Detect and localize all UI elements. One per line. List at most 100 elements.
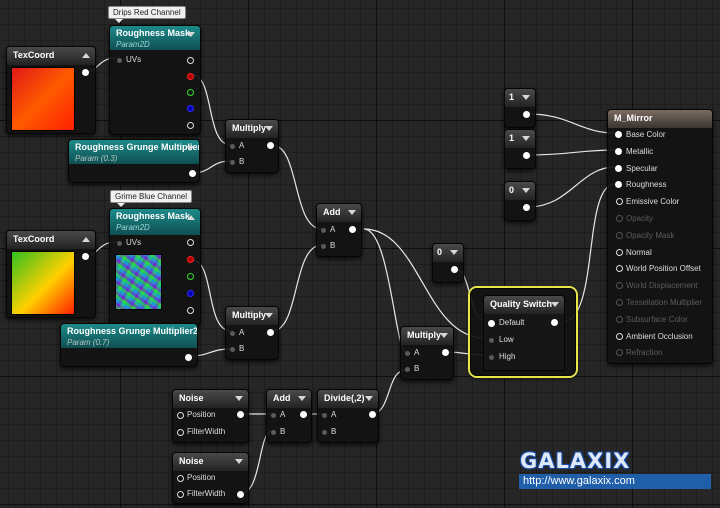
grunge-multiplier-output-pin-1[interactable] <box>189 170 196 177</box>
expand-arrow-icon[interactable] <box>265 126 273 131</box>
material-input-pin[interactable] <box>616 349 623 357</box>
grunge-multiplier-output-pin-2[interactable] <box>185 354 192 361</box>
red-output-pin[interactable] <box>187 256 194 263</box>
constant-output-pin[interactable] <box>523 204 530 211</box>
divide-b-pin[interactable] <box>322 430 327 435</box>
texcoord-output-pin-2[interactable] <box>82 253 89 260</box>
expand-arrow-icon[interactable] <box>522 136 530 141</box>
texcoord-node-2[interactable]: TexCoord <box>6 230 96 318</box>
multiply-a-pin[interactable] <box>230 144 235 149</box>
collapse-arrow-icon[interactable] <box>187 215 195 220</box>
green-output-pin[interactable] <box>187 273 194 280</box>
alpha-output-pin[interactable] <box>187 307 194 314</box>
multiply-node-1[interactable]: Multiply A B <box>225 119 279 173</box>
add-b-pin[interactable] <box>321 244 326 249</box>
divide-a-pin[interactable] <box>322 413 327 418</box>
expand-arrow-icon[interactable] <box>365 396 373 401</box>
add-output-pin[interactable] <box>300 411 307 418</box>
quality-switch-output-pin[interactable] <box>551 319 558 326</box>
material-input-pin[interactable] <box>616 231 623 239</box>
material-input-pin[interactable] <box>615 181 622 189</box>
constant-node-3[interactable]: 0 <box>504 181 536 221</box>
red-output-pin[interactable] <box>187 73 194 80</box>
filter-width-input-pin[interactable] <box>177 491 184 498</box>
expand-arrow-icon[interactable] <box>450 250 458 255</box>
filter-width-input-pin[interactable] <box>177 429 184 436</box>
material-input-pin[interactable] <box>616 265 623 273</box>
multiply-b-pin[interactable] <box>230 160 235 165</box>
blue-output-pin[interactable] <box>187 290 194 297</box>
noise-output-pin[interactable] <box>237 411 244 418</box>
add-a-pin[interactable] <box>321 228 326 233</box>
add-b-pin[interactable] <box>271 430 276 435</box>
low-input-pin[interactable] <box>489 338 494 343</box>
quality-switch-node[interactable]: Quality Switch Default Low High <box>470 288 576 376</box>
constant-output-pin[interactable] <box>451 266 458 273</box>
galaxix-url[interactable]: http://www.galaxix.com <box>519 474 711 489</box>
add-node-2[interactable]: Add A B <box>266 389 312 443</box>
expand-arrow-icon[interactable] <box>235 396 243 401</box>
default-input-pin[interactable] <box>488 320 495 327</box>
expand-arrow-icon[interactable] <box>551 302 559 307</box>
position-input-pin[interactable] <box>177 412 184 419</box>
constant-output-pin[interactable] <box>523 152 530 159</box>
constant-output-pin[interactable] <box>523 111 530 118</box>
material-input-pin[interactable] <box>616 282 623 290</box>
add-a-pin[interactable] <box>271 413 276 418</box>
collapse-arrow-icon[interactable] <box>82 53 90 58</box>
uvs-input-pin[interactable] <box>117 58 122 63</box>
multiply-output-pin[interactable] <box>267 142 274 149</box>
expand-arrow-icon[interactable] <box>522 188 530 193</box>
expand-arrow-icon[interactable] <box>522 95 530 100</box>
texcoord-output-pin-1[interactable] <box>82 69 89 76</box>
add-output-pin[interactable] <box>349 226 356 233</box>
multiply-a-pin[interactable] <box>405 351 410 356</box>
multiply-node-2[interactable]: Multiply A B <box>225 306 279 360</box>
rgb-output-pin[interactable] <box>187 239 194 246</box>
divide-output-pin[interactable] <box>369 411 376 418</box>
noise-output-pin[interactable] <box>237 491 244 498</box>
high-input-pin[interactable] <box>489 355 494 360</box>
noise-node-2[interactable]: Noise Position FilterWidth <box>172 452 249 504</box>
blue-output-pin[interactable] <box>187 105 194 112</box>
position-input-pin[interactable] <box>177 475 184 482</box>
rgb-output-pin[interactable] <box>187 57 194 64</box>
expand-arrow-icon[interactable] <box>235 459 243 464</box>
material-input-pin[interactable] <box>615 164 622 172</box>
alpha-output-pin[interactable] <box>187 122 194 129</box>
expand-arrow-icon[interactable] <box>348 210 356 215</box>
texcoord-node-1[interactable]: TexCoord <box>6 46 96 134</box>
multiply-b-pin[interactable] <box>405 367 410 372</box>
noise-node-1[interactable]: Noise Position FilterWidth <box>172 389 249 443</box>
expand-arrow-icon[interactable] <box>187 32 195 37</box>
green-output-pin[interactable] <box>187 89 194 96</box>
divide-node[interactable]: Divide(,2) A B <box>317 389 379 443</box>
multiply-node-3[interactable]: Multiply A B <box>400 326 454 380</box>
add-node-1[interactable]: Add A B <box>316 203 362 257</box>
material-input-pin[interactable] <box>616 299 623 306</box>
material-input-pin[interactable] <box>616 198 623 206</box>
material-input-pin[interactable] <box>615 131 622 138</box>
material-input-pin[interactable] <box>616 248 623 256</box>
multiply-output-pin[interactable] <box>442 349 449 356</box>
constant-node-1[interactable]: 1 <box>504 88 536 128</box>
multiply-a-pin[interactable] <box>230 331 235 336</box>
constant-node-2[interactable]: 1 <box>504 129 536 169</box>
multiply-b-pin[interactable] <box>230 347 235 352</box>
collapse-arrow-icon[interactable] <box>82 237 90 242</box>
material-input-pin[interactable] <box>616 315 623 323</box>
constant-node-4[interactable]: 0 <box>432 243 464 283</box>
multiply-output-pin[interactable] <box>267 329 274 336</box>
material-input-pin[interactable] <box>616 215 623 222</box>
material-input-pin[interactable] <box>615 147 622 155</box>
material-input-pin[interactable] <box>616 332 623 340</box>
expand-arrow-icon[interactable] <box>265 313 273 318</box>
expand-arrow-icon[interactable] <box>298 396 306 401</box>
expand-arrow-icon[interactable] <box>186 146 194 151</box>
uvs-input-pin[interactable] <box>117 241 122 246</box>
